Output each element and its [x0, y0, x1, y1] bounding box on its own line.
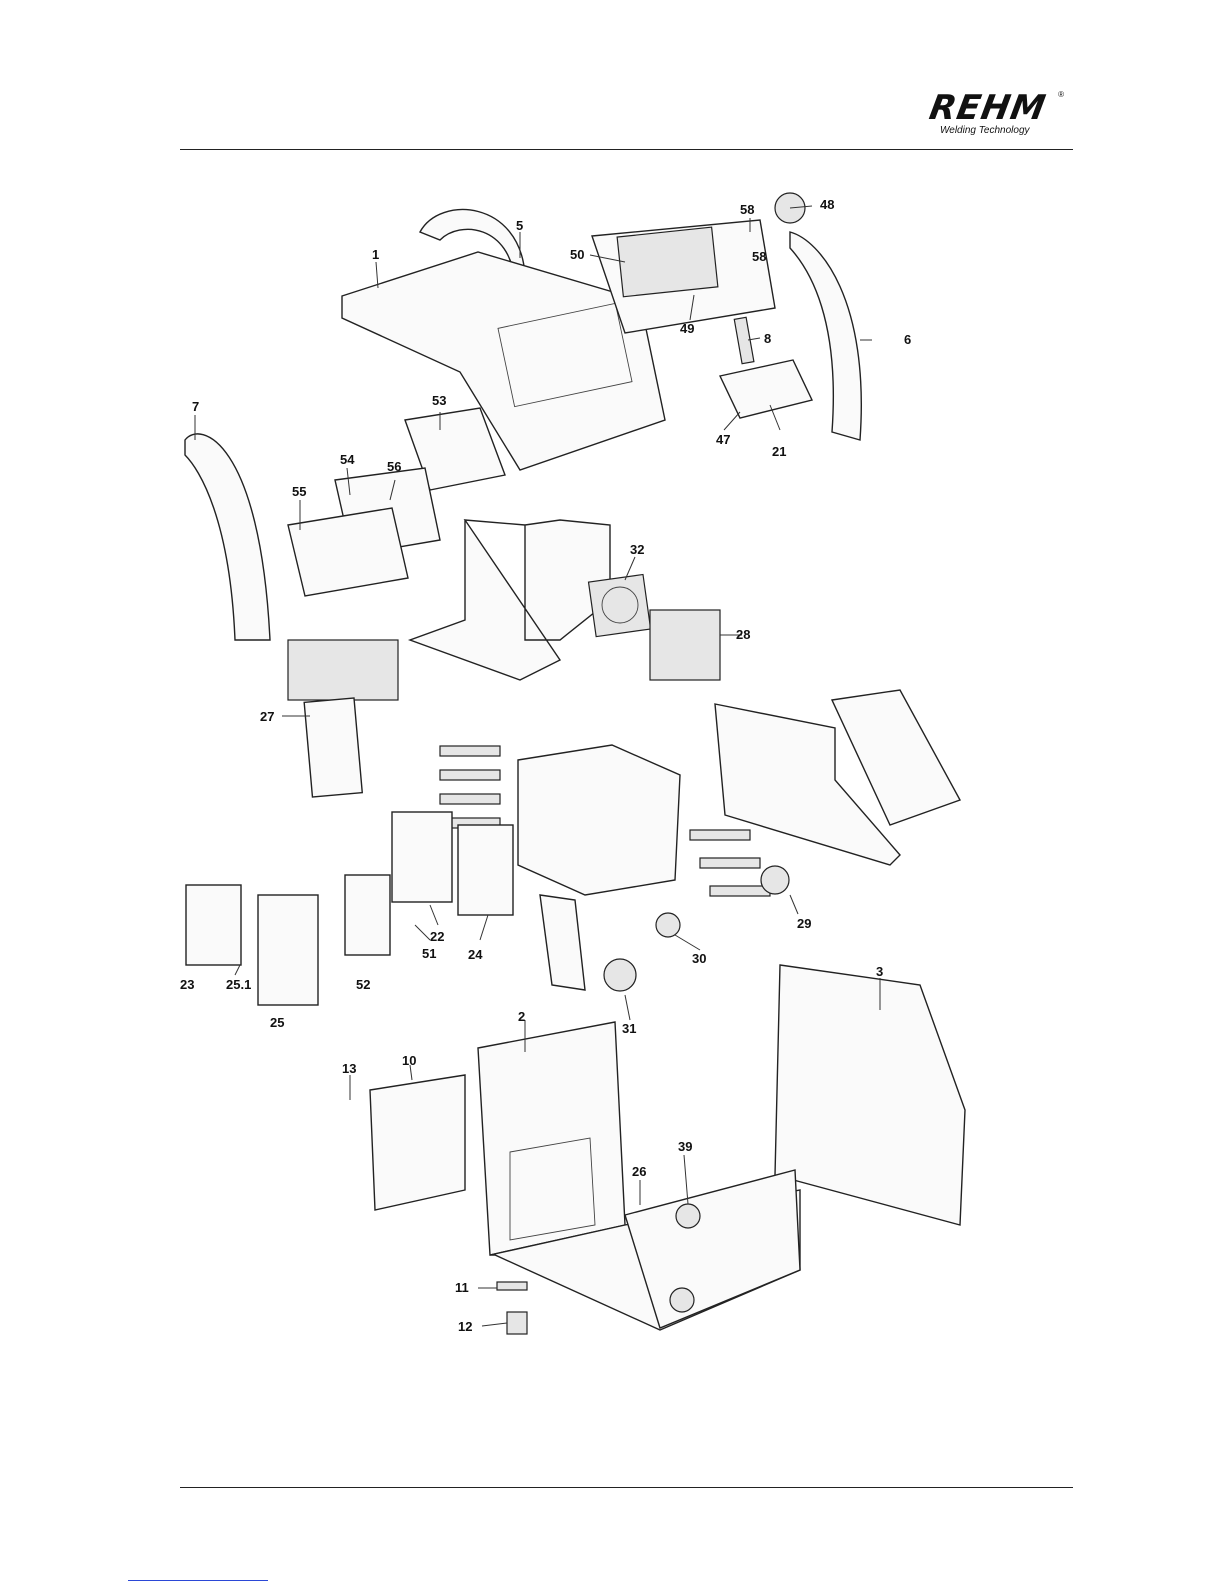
callout-10: 10: [402, 1054, 416, 1067]
callout-39: 39: [678, 1140, 692, 1153]
part-center-bracket: [410, 520, 610, 680]
part-ribbon-8: [734, 317, 754, 363]
part-transformer: [650, 610, 720, 680]
callout-55: 55: [292, 485, 306, 498]
callout-52: 52: [356, 978, 370, 991]
part-side-handle-right: [790, 232, 861, 440]
callout-58-lower: 58: [752, 250, 766, 263]
part-board-52: [345, 875, 390, 955]
callout-31: 31: [622, 1022, 636, 1035]
part-control-board-23: [186, 885, 241, 965]
callout-53: 53: [432, 394, 446, 407]
callout-25-1: 25.1: [226, 978, 251, 991]
part-igbt-board-22: [392, 812, 452, 902]
callout-56: 56: [387, 460, 401, 473]
callout-54: 54: [340, 453, 354, 466]
part-power-board-25: [258, 895, 318, 1005]
part-foot: [507, 1312, 527, 1334]
part-louvre: [370, 1075, 465, 1210]
callout-22: 22: [430, 930, 444, 943]
callout-30: 30: [692, 952, 706, 965]
callout-49: 49: [680, 322, 694, 335]
part-control-board: [720, 360, 812, 418]
callout-48: 48: [820, 198, 834, 211]
callout-29: 29: [797, 917, 811, 930]
part-heatsink: [518, 745, 680, 895]
callout-25: 25: [270, 1016, 284, 1029]
part-foot-clip: [497, 1282, 527, 1290]
part-display: [617, 227, 718, 297]
callout-27: 27: [260, 710, 274, 723]
callout-13: 13: [342, 1062, 356, 1075]
callout-32: 32: [630, 543, 644, 556]
callout-26: 26: [632, 1165, 646, 1178]
callout-51: 51: [422, 947, 436, 960]
part-busbar: [440, 746, 500, 756]
callout-58-upper: 58: [740, 203, 754, 216]
part-toroid-31: [604, 959, 636, 991]
part-socket-39: [676, 1204, 700, 1228]
callout-7: 7: [192, 400, 199, 413]
callout-28: 28: [736, 628, 750, 641]
callout-24: 24: [468, 948, 482, 961]
callout-23: 23: [180, 978, 194, 991]
callout-50: 50: [570, 248, 584, 261]
callout-8: 8: [764, 332, 771, 345]
part-frame-55: [288, 508, 408, 596]
callout-3: 3: [876, 965, 883, 978]
part-side-panel: [775, 965, 965, 1225]
part-rectifier-board: [304, 698, 362, 797]
part-side-handle-left: [185, 434, 270, 640]
callout-1: 1: [372, 248, 379, 261]
part-fan: [589, 575, 651, 637]
callout-6: 6: [904, 333, 911, 346]
part-housing: [478, 1022, 625, 1255]
callout-47: 47: [716, 433, 730, 446]
callout-11: 11: [455, 1281, 469, 1294]
part-current-sensor: [761, 866, 789, 894]
callout-5: 5: [516, 219, 523, 232]
callout-12: 12: [458, 1320, 472, 1333]
footer-rule: [180, 1487, 1073, 1488]
part-toroid-30: [656, 913, 680, 937]
callout-2: 2: [518, 1010, 525, 1023]
part-bracket-31: [540, 895, 585, 990]
part-rectifier-module: [288, 640, 398, 700]
callout-21: 21: [772, 445, 786, 458]
footer-link-underline[interactable]: [128, 1580, 268, 1581]
part-igbt-board-24: [458, 825, 513, 915]
